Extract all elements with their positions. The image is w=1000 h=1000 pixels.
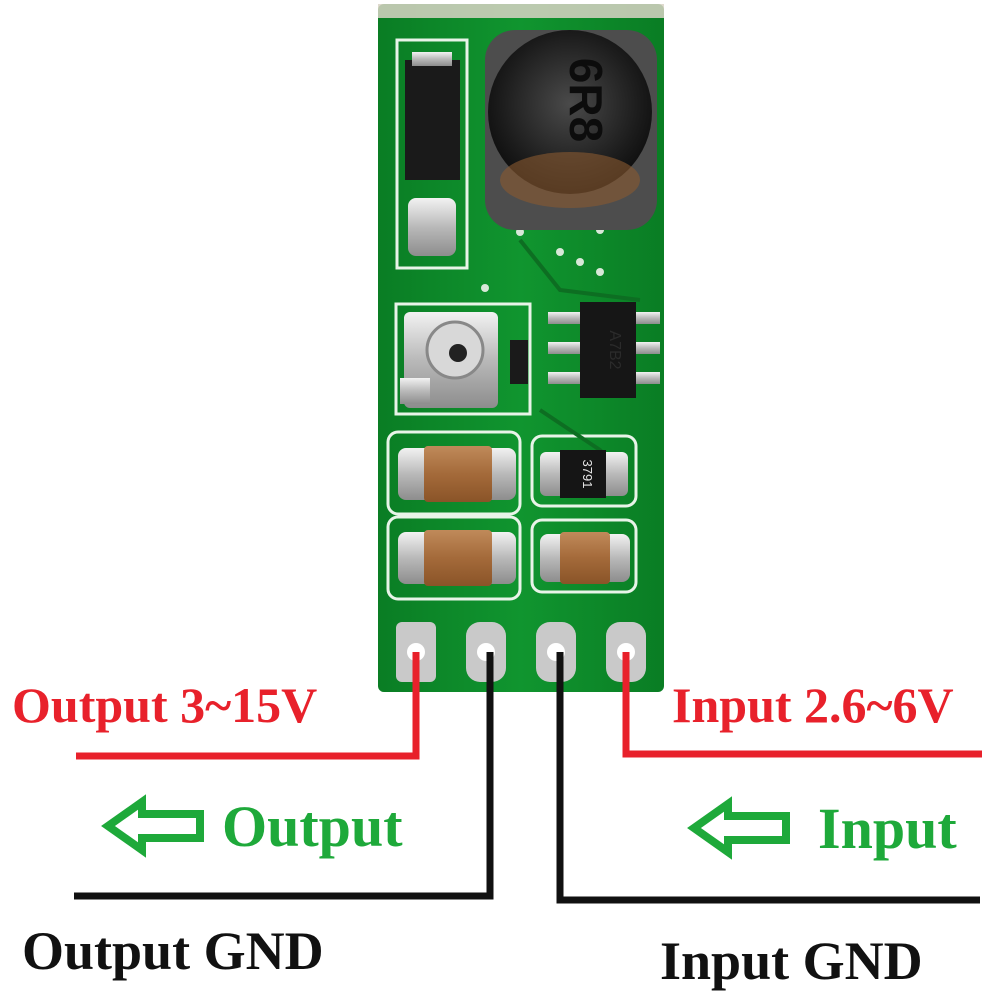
inductor-marking: 6R8 xyxy=(560,58,612,142)
ic-marking: A7B2 xyxy=(606,330,623,369)
output-voltage-label: Output 3~15V xyxy=(12,677,318,733)
output-direction-label: Output xyxy=(222,794,403,859)
input-direction-label: Input xyxy=(818,796,957,861)
potentiometer-component xyxy=(400,312,528,408)
left-arrow-outline-icon xyxy=(687,796,790,860)
diode-component xyxy=(405,52,460,256)
resistor-marking: 3791 xyxy=(580,460,595,489)
input-gnd-label: Input GND xyxy=(660,931,923,991)
wire-output-positive xyxy=(76,652,420,760)
output-gnd-label: Output GND xyxy=(22,921,324,981)
ic-component: A7B2 xyxy=(548,302,660,398)
capacitor-bottom-left xyxy=(398,530,516,586)
resistor-component: 3791 xyxy=(540,450,628,498)
left-arrow-outline-icon xyxy=(101,794,204,858)
inductor-component: 6R8 xyxy=(485,30,657,230)
capacitor-bottom-right xyxy=(540,532,630,584)
input-voltage-label: Input 2.6~6V xyxy=(672,677,954,733)
capacitor-top-left xyxy=(398,446,516,502)
wire-input-gnd xyxy=(556,652,980,904)
wire-output-gnd xyxy=(74,652,494,900)
wire-input-positive xyxy=(622,652,982,758)
